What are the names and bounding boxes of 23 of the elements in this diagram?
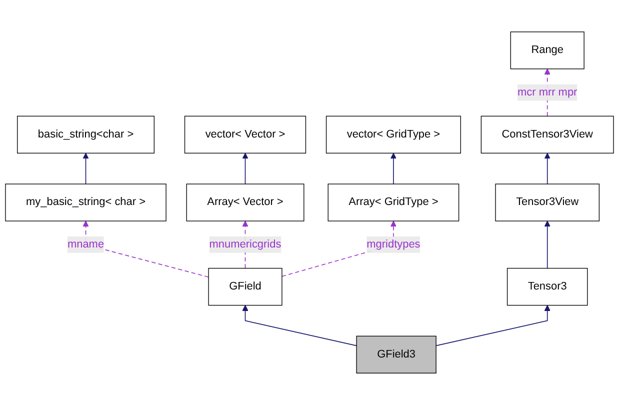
node-box: my_basic_string< char > [5, 184, 166, 222]
edge-label: mcr mrr mpr [518, 86, 578, 98]
node-box: Tensor3 [506, 268, 588, 306]
arrow [544, 152, 550, 184]
node-box: Tensor3View [495, 184, 600, 222]
arrow [390, 152, 396, 184]
node-box: ConstTensor3View [480, 116, 614, 154]
node-box: vector< Vector > [184, 116, 306, 154]
edge-label: mgridtypes [366, 238, 420, 250]
node-box: Range [510, 32, 584, 70]
node-box: vector< GridType > [326, 116, 461, 154]
edge-label: mnumericgrids [209, 238, 282, 250]
arrow [242, 152, 248, 184]
node-box: Array< Vector > [186, 184, 304, 222]
node-box: GField3 [356, 336, 436, 374]
node-box: Array< GridType > [328, 184, 460, 222]
node-box: basic_string<char > [17, 116, 154, 154]
node-box: GField [208, 268, 282, 306]
arrow [82, 152, 89, 184]
arrow [436, 305, 550, 346]
arrow [242, 305, 357, 346]
edge-label: mname [67, 238, 104, 250]
arrow [544, 220, 550, 269]
